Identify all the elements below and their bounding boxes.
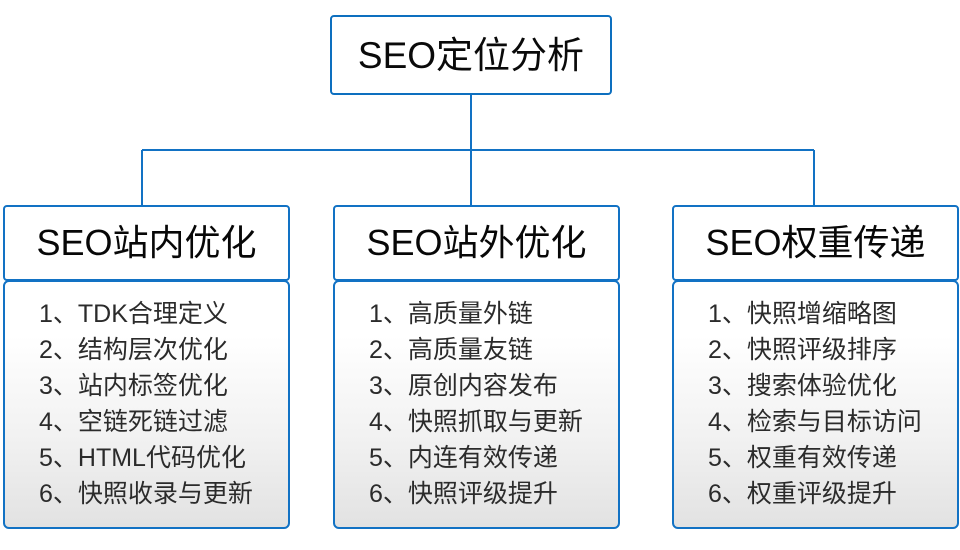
branch-column-2: SEO站外优化 1、高质量外链 2、高质量友链 3、原创内容发布 4、快照抓取与…	[333, 205, 620, 529]
branch-header-3: SEO权重传递	[672, 205, 959, 281]
root-node-label: SEO定位分析	[357, 34, 585, 76]
branch-body-2: 1、高质量外链 2、高质量友链 3、原创内容发布 4、快照抓取与更新 5、内连有…	[333, 280, 620, 529]
list-item: 5、权重有效传递	[708, 444, 897, 472]
list-item: 4、空链死链过滤	[39, 408, 228, 436]
list-item: 2、结构层次优化	[39, 336, 228, 364]
branch-item-list-2: 1、高质量外链 2、高质量友链 3、原创内容发布 4、快照抓取与更新 5、内连有…	[335, 296, 618, 512]
branch-header-1: SEO站内优化	[3, 205, 290, 281]
list-item: 3、站内标签优化	[39, 372, 228, 400]
branch-body-3: 1、快照增缩略图 2、快照评级排序 3、搜索体验优化 4、检索与目标访问 5、权…	[672, 280, 959, 529]
list-item: 1、高质量外链	[369, 300, 533, 328]
list-item: 5、HTML代码优化	[39, 444, 246, 472]
list-item: 4、检索与目标访问	[708, 408, 922, 436]
root-node: SEO定位分析	[330, 15, 612, 95]
branch-title-2: SEO站外优化	[366, 222, 587, 263]
list-item: 6、快照收录与更新	[39, 480, 253, 508]
branch-title-3: SEO权重传递	[705, 222, 926, 263]
list-item: 6、权重评级提升	[708, 480, 897, 508]
list-item: 1、快照增缩略图	[708, 300, 897, 328]
list-item: 4、快照抓取与更新	[369, 408, 583, 436]
branch-title-1: SEO站内优化	[36, 222, 257, 263]
branch-header-2: SEO站外优化	[333, 205, 620, 281]
list-item: 2、快照评级排序	[708, 336, 897, 364]
branch-column-3: SEO权重传递 1、快照增缩略图 2、快照评级排序 3、搜索体验优化 4、检索与…	[672, 205, 959, 529]
branch-column-1: SEO站内优化 1、TDK合理定义 2、结构层次优化 3、站内标签优化 4、空链…	[3, 205, 290, 529]
branch-item-list-1: 1、TDK合理定义 2、结构层次优化 3、站内标签优化 4、空链死链过滤 5、H…	[5, 296, 288, 512]
branch-item-list-3: 1、快照增缩略图 2、快照评级排序 3、搜索体验优化 4、检索与目标访问 5、权…	[674, 296, 957, 512]
list-item: 5、内连有效传递	[369, 444, 558, 472]
list-item: 3、原创内容发布	[369, 372, 558, 400]
branch-body-1: 1、TDK合理定义 2、结构层次优化 3、站内标签优化 4、空链死链过滤 5、H…	[3, 280, 290, 529]
list-item: 1、TDK合理定义	[39, 300, 228, 328]
list-item: 3、搜索体验优化	[708, 372, 897, 400]
list-item: 2、高质量友链	[369, 336, 533, 364]
list-item: 6、快照评级提升	[369, 480, 558, 508]
